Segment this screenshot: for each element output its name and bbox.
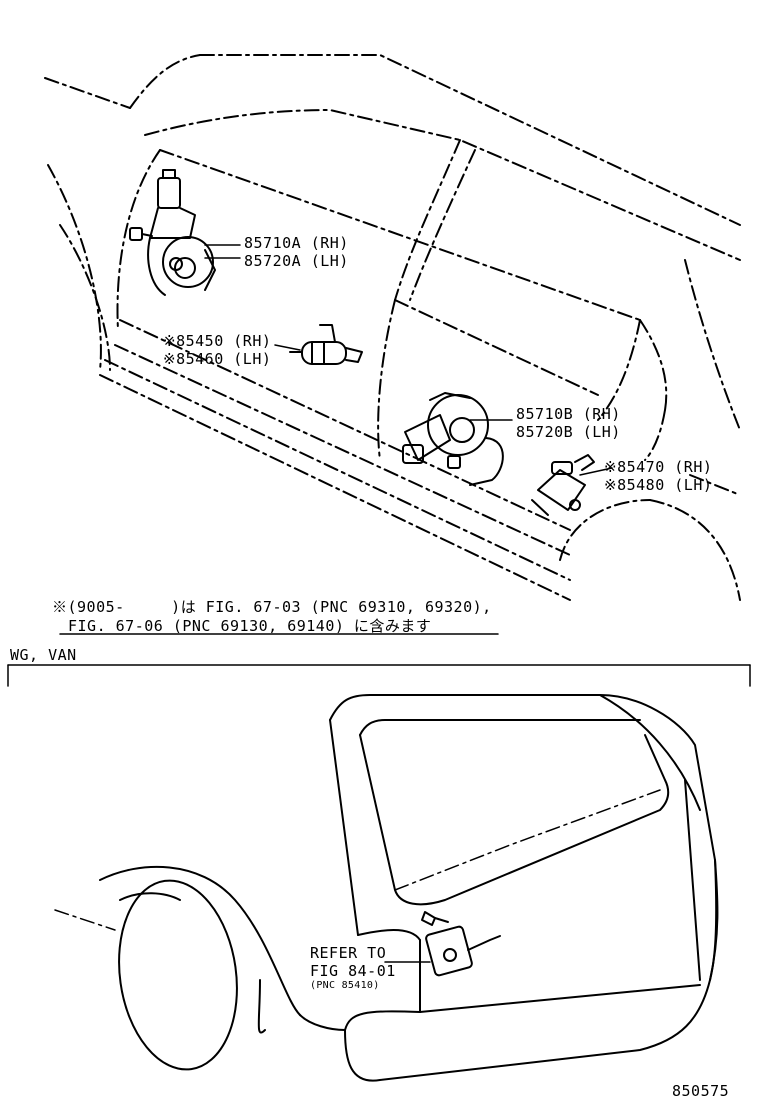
callout-85710a: 85710A (RH) bbox=[244, 234, 349, 252]
callout-part: 85710A bbox=[244, 234, 302, 252]
callout-part: ※85480 bbox=[604, 476, 665, 494]
upper-leader-lines bbox=[204, 244, 613, 476]
callout-85460: ※85460 (LH) bbox=[163, 350, 271, 368]
callout-side: (RH) bbox=[582, 405, 621, 423]
callout-85720a: 85720A (LH) bbox=[244, 252, 349, 270]
callout-85470: ※85470 (RH) bbox=[604, 458, 712, 476]
callout-side: (LH) bbox=[310, 252, 349, 270]
callout-part: 85710B bbox=[516, 405, 574, 423]
upper-vehicle-body bbox=[44, 54, 741, 601]
back-door-lock-assembly bbox=[421, 911, 501, 977]
section-header-wg-van: WG, VAN bbox=[10, 646, 77, 664]
power-window-motor-b bbox=[402, 392, 504, 486]
callout-85480: ※85480 (LH) bbox=[604, 476, 712, 494]
callout-side: (LH) bbox=[582, 423, 621, 441]
callout-85710b: 85710B (RH) bbox=[516, 405, 621, 423]
lower-vehicle-body bbox=[99, 694, 719, 1082]
callout-part: ※85470 bbox=[604, 458, 665, 476]
note-line-2: FIG. 67-06 (PNC 69130, 69140) に含みます bbox=[68, 617, 432, 635]
callout-part: ※85460 bbox=[163, 350, 224, 368]
callout-side: (LH) bbox=[233, 350, 272, 368]
callout-side: (RH) bbox=[310, 234, 349, 252]
callout-part: ※85450 bbox=[163, 332, 224, 350]
callout-part: 85720A bbox=[244, 252, 302, 270]
refer-pnc: (PNC 85410) bbox=[310, 980, 380, 991]
callout-side: (RH) bbox=[674, 458, 713, 476]
note-line-1: ※(9005- )は FIG. 67-03 (PNC 69310, 69320)… bbox=[52, 598, 492, 616]
lower-phantom-lines bbox=[54, 789, 661, 931]
callout-part: 85720B bbox=[516, 423, 574, 441]
figure-number: 850575 bbox=[672, 1082, 730, 1100]
callout-side: (RH) bbox=[233, 332, 272, 350]
callout-85720b: 85720B (LH) bbox=[516, 423, 621, 441]
callout-side: (LH) bbox=[674, 476, 713, 494]
refer-line-2: FIG 84-01 bbox=[310, 962, 396, 980]
switch-85450 bbox=[289, 324, 363, 365]
switch-85470 bbox=[531, 454, 595, 516]
refer-line-1: REFER TO bbox=[310, 944, 387, 962]
callout-85450: ※85450 (RH) bbox=[163, 332, 271, 350]
power-window-motor-a bbox=[129, 169, 216, 296]
